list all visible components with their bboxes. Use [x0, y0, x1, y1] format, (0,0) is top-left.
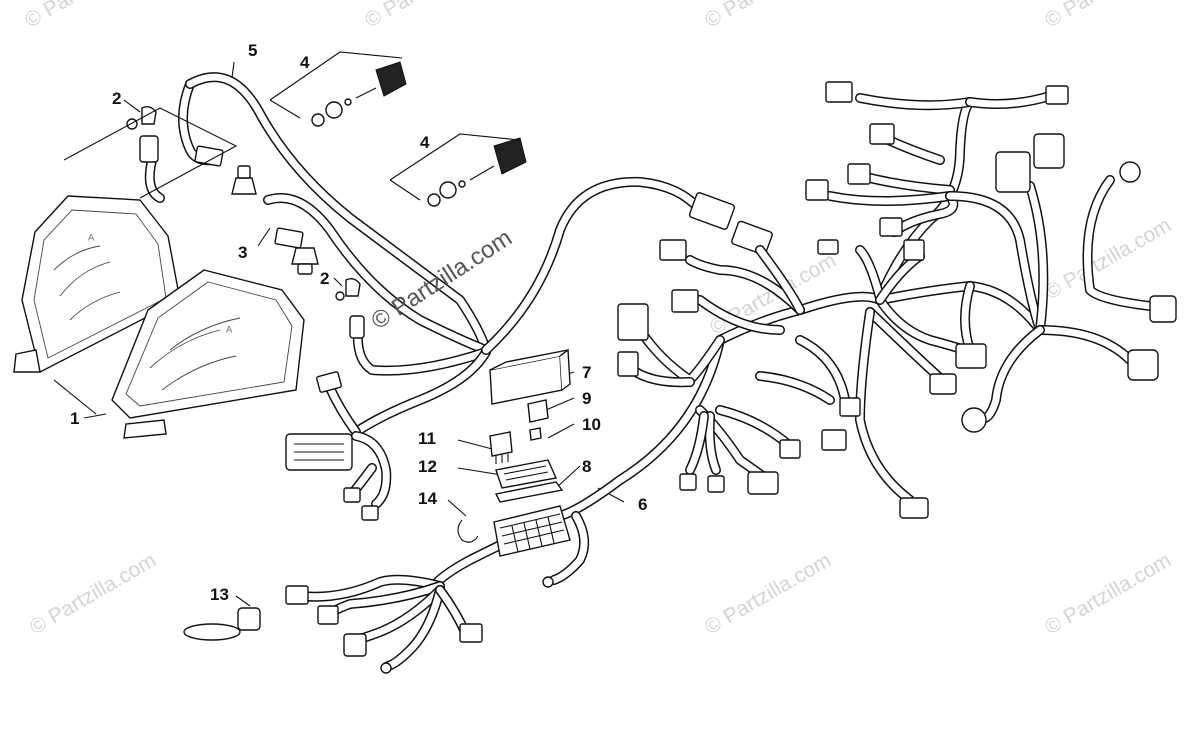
- callout-4: 4: [300, 53, 310, 72]
- connector: [1045, 85, 1069, 105]
- relay: [527, 399, 549, 423]
- headlight-right: ᴬ: [111, 269, 305, 439]
- callout-8: 8: [582, 457, 591, 476]
- connector: [929, 373, 957, 395]
- connector: [617, 351, 639, 377]
- connector: [839, 397, 861, 417]
- watermark: © Partzilla.com: [21, 0, 155, 32]
- fuse-box: [493, 505, 571, 557]
- fuse-label-sheet: [495, 459, 558, 489]
- watermark: © Partzilla.com: [361, 0, 495, 32]
- connector: [955, 343, 987, 369]
- relay-small: [529, 427, 542, 441]
- headlight-bulb: [291, 247, 319, 275]
- callout-3: 3: [238, 243, 247, 262]
- callout-10: 10: [582, 415, 601, 434]
- connector: [817, 239, 839, 255]
- callout-14: 14: [418, 489, 437, 508]
- connector: [707, 475, 725, 493]
- watermark: © Partzilla.com: [26, 549, 160, 640]
- clip-ring: [457, 519, 479, 543]
- connector: [825, 81, 853, 103]
- connector: [779, 439, 801, 459]
- connector: [1033, 133, 1065, 169]
- ring-terminal: [380, 662, 392, 674]
- watermark: © Partzilla.com: [1041, 214, 1175, 305]
- watermark-main: © Partzilla.com: [367, 224, 517, 335]
- callout-5: 5: [248, 41, 257, 60]
- bulb-socket: [335, 277, 361, 301]
- connector: [1127, 349, 1159, 381]
- connector: [995, 151, 1031, 193]
- fuse-box-cover: [489, 348, 571, 405]
- connector: [961, 407, 987, 433]
- svg-text:ᴬ: ᴬ: [225, 323, 233, 339]
- callout-labels: 1 2 2 3 4 4 5 6 7 8 9 10 11 12 13 14: [70, 41, 647, 604]
- connector: [821, 429, 847, 451]
- callout-9: 9: [582, 389, 591, 408]
- adjuster-assembly: [427, 137, 527, 207]
- connector: [459, 623, 483, 643]
- callout-11: 11: [418, 429, 436, 448]
- connector: [879, 217, 903, 237]
- connector: [343, 633, 367, 657]
- connector: [1149, 295, 1177, 323]
- headlight-bulb: [231, 165, 257, 195]
- connector: [317, 605, 339, 625]
- callout-leaders: [53, 51, 625, 607]
- callout-2: 2: [112, 89, 121, 108]
- adjuster-assembly: [311, 61, 407, 127]
- watermark: © Partzilla.com: [1041, 0, 1175, 32]
- watermark: © Partzilla.com: [1041, 549, 1175, 640]
- relay-large: [489, 431, 513, 464]
- connector: [903, 239, 925, 261]
- harness-connectors: [285, 81, 1177, 674]
- connector: [747, 471, 779, 495]
- callout-6: 6: [638, 495, 647, 514]
- callout-4: 4: [420, 133, 430, 152]
- callout-1: 1: [70, 409, 79, 428]
- connector: [285, 585, 309, 605]
- callout-7: 7: [582, 363, 591, 382]
- fuse-box-gasket: [494, 481, 564, 503]
- tethered-cap: [183, 607, 261, 641]
- callout-13: 13: [210, 585, 229, 604]
- callout-2: 2: [320, 269, 329, 288]
- connector: [869, 123, 895, 145]
- connector: [679, 473, 697, 491]
- watermark: © Partzilla.com: [701, 0, 835, 32]
- connector: [671, 289, 699, 313]
- svg-text:ᴬ: ᴬ: [87, 231, 95, 247]
- connector: [805, 179, 829, 201]
- headlight-harness: [139, 72, 491, 376]
- watermark: © Partzilla.com: [701, 549, 835, 640]
- connector: [899, 497, 929, 519]
- connector: [617, 303, 649, 341]
- left-harness: [285, 347, 491, 521]
- connector: [659, 239, 687, 261]
- headlight-left: ᴬ: [13, 195, 181, 374]
- connector: [1119, 161, 1141, 183]
- ring-terminal: [542, 576, 554, 588]
- connector: [847, 163, 871, 185]
- callout-12: 12: [418, 457, 437, 476]
